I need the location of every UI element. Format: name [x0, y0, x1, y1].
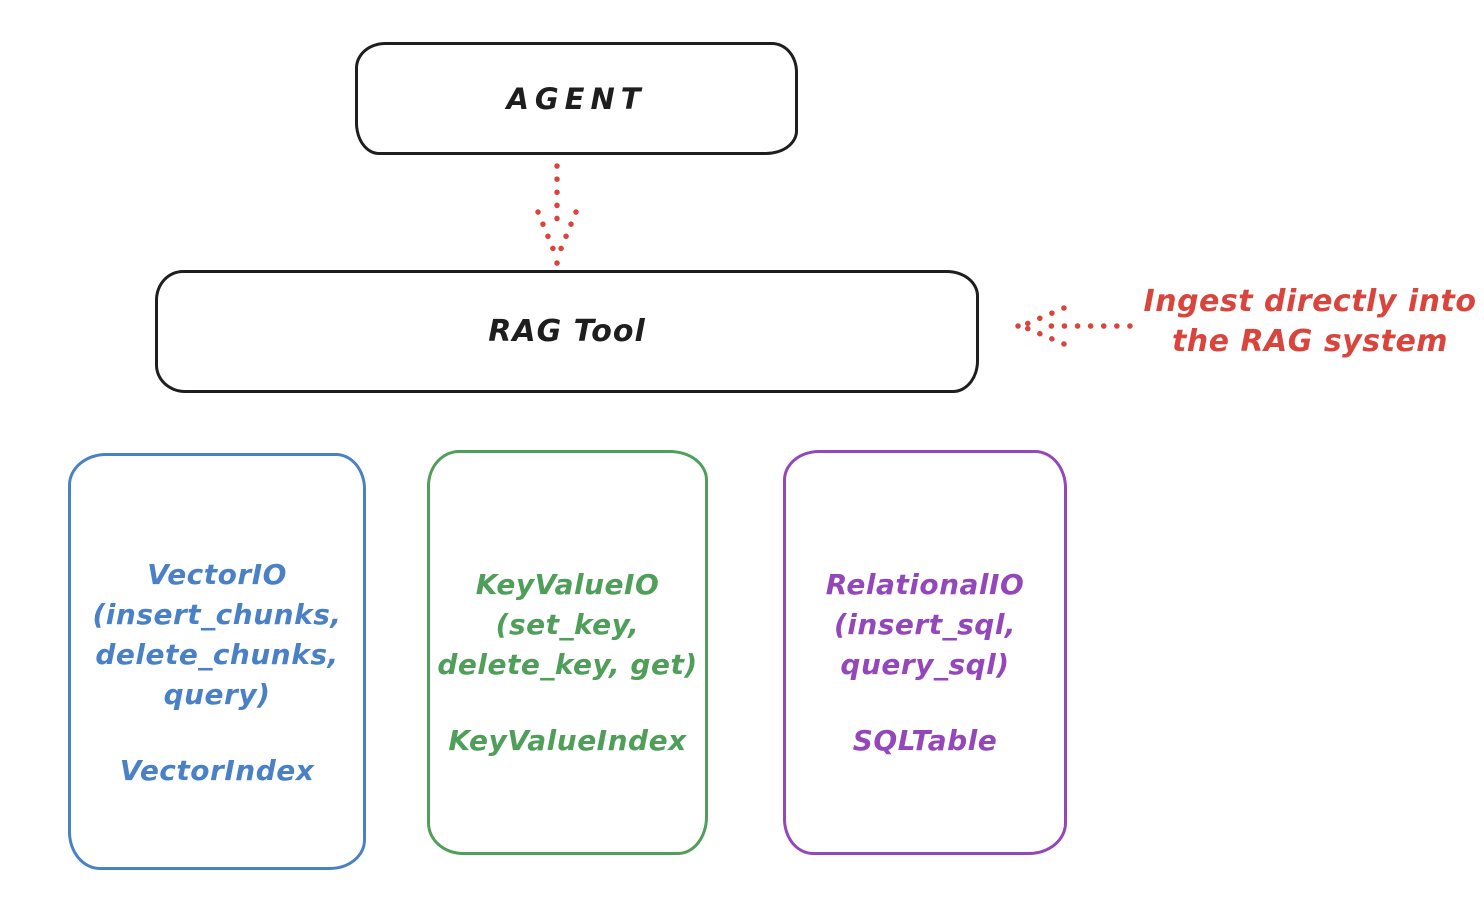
vector-io-box[interactable]: VectorIO (insert_chunks, delete_chunks, … — [68, 453, 366, 870]
key-value-io-line: delete_key, get) — [437, 648, 698, 681]
vector-io-line: delete_chunks, — [95, 638, 339, 671]
rag-tool-box[interactable]: RAG Tool — [155, 270, 979, 393]
key-value-io-box[interactable]: KeyValueIO (set_key, delete_key, get) Ke… — [427, 450, 708, 855]
relational-io-line: (insert_sql, — [833, 608, 1017, 641]
key-value-io-line: (set_key, — [495, 608, 640, 641]
vector-io-line: query) — [163, 678, 271, 711]
ingest-arrow-icon — [1015, 305, 1133, 347]
ingest-annotation-line2: the RAG system — [1171, 324, 1449, 359]
agent-to-ragtool-arrow-icon — [535, 163, 579, 266]
vector-io-line: VectorIO — [147, 558, 287, 591]
agent-box[interactable]: AGENT — [355, 42, 798, 155]
relational-io-box[interactable]: RelationalIO (insert_sql, query_sql) SQL… — [783, 450, 1067, 855]
relational-io-line: RelationalIO — [825, 568, 1025, 601]
agent-box-label: AGENT — [506, 81, 647, 116]
relational-io-line: query_sql) — [840, 648, 1010, 681]
ingest-annotation: Ingest directly into the RAG system — [1138, 282, 1482, 362]
key-value-index-label: KeyValueIndex — [448, 724, 687, 757]
vector-io-line: (insert_chunks, — [92, 598, 342, 631]
ingest-annotation-line1: Ingest directly into — [1143, 284, 1477, 319]
key-value-io-line: KeyValueIO — [475, 568, 660, 601]
sql-table-label: SQLTable — [852, 724, 998, 757]
rag-tool-box-label: RAG Tool — [488, 314, 646, 349]
vector-index-label: VectorIndex — [119, 754, 315, 787]
